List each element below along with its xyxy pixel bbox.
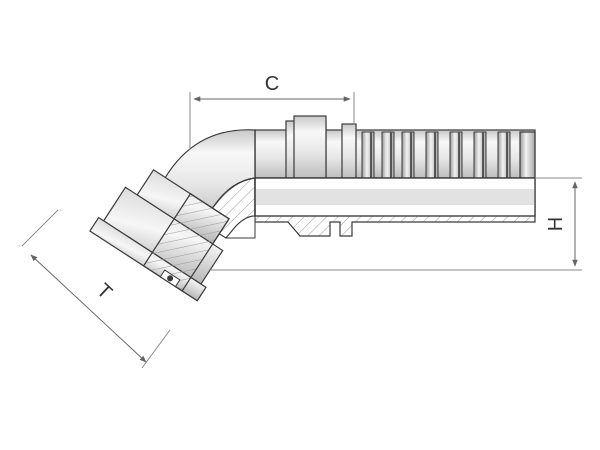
hose-stem-exterior xyxy=(254,115,536,179)
flange-head xyxy=(89,168,230,302)
dimension-c: C xyxy=(189,73,355,150)
barb-rib-3 xyxy=(401,131,415,179)
barb-rib-4 xyxy=(425,131,439,179)
dimension-label-c: C xyxy=(265,73,279,95)
barb-rib-2 xyxy=(381,131,395,179)
hose-barbs xyxy=(361,131,511,179)
barb-rib-7 xyxy=(497,131,511,179)
barb-rib-5 xyxy=(449,131,463,179)
hose-stem-section xyxy=(254,177,536,237)
dimension-label-t: T xyxy=(92,279,116,303)
dimension-label-h: H xyxy=(545,217,567,231)
barb-rib-6 xyxy=(473,131,487,179)
barb-rib-1 xyxy=(361,131,375,179)
dimension-h: H xyxy=(210,177,582,271)
